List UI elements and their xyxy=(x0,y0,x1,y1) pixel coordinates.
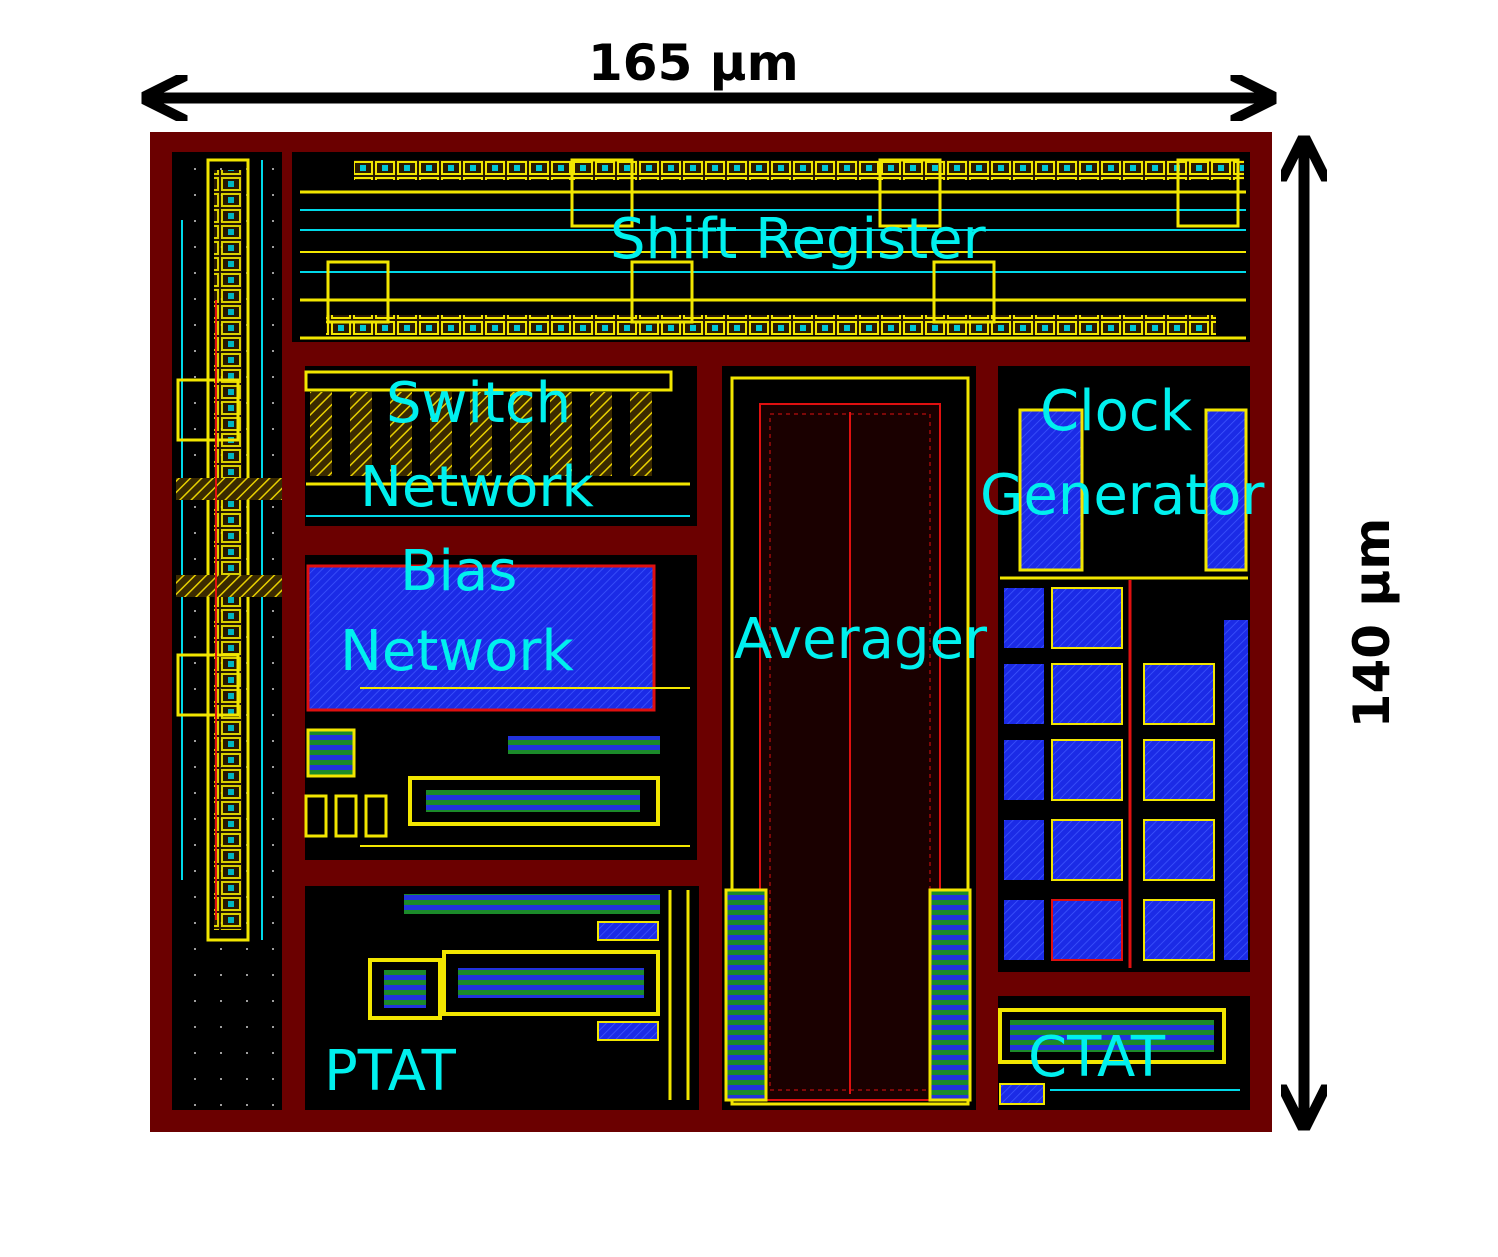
left-column-block xyxy=(172,152,282,1110)
averager-label: Averager xyxy=(734,607,987,672)
clock-generator-label-line2: Generator xyxy=(980,463,1265,528)
bias-network-label-line1: Bias xyxy=(400,539,518,604)
clock-generator-label-line1: Clock xyxy=(1040,379,1193,444)
bias-network-block xyxy=(304,555,697,860)
averager-block xyxy=(722,366,976,1110)
width-dimension-label: 165 µm xyxy=(588,34,799,92)
switch-network-block xyxy=(304,366,697,526)
ptat-block xyxy=(305,886,699,1110)
height-dimension-label: 140 µm xyxy=(1343,517,1401,729)
ctat-block xyxy=(998,996,1250,1110)
shift-register-label: Shift Register xyxy=(610,207,986,272)
ctat-label: CTAT xyxy=(1028,1025,1166,1090)
bias-network-label-line2: Network xyxy=(340,619,574,684)
switch-network-label-line2: Network xyxy=(360,455,594,520)
clock-generator-block xyxy=(998,366,1250,972)
switch-network-label-line1: Switch xyxy=(386,371,572,436)
ptat-label: PTAT xyxy=(324,1039,456,1104)
shift-register-block xyxy=(292,152,1250,342)
